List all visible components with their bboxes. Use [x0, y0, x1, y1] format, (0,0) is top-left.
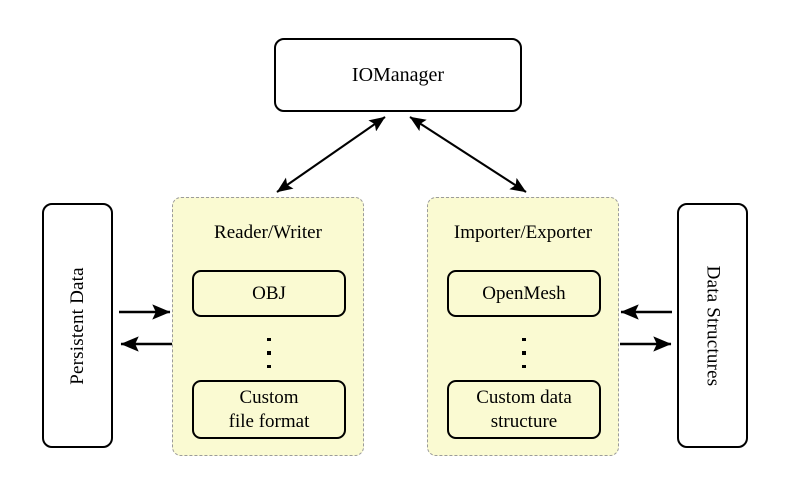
custom-data-structure-label-line2: structure [490, 410, 558, 432]
arrow-manager-reader-writer [276, 116, 386, 193]
custom-file-format-label-line2: file format [228, 410, 310, 432]
node-persistent-data[interactable]: Persistent Data [42, 203, 113, 448]
arrow-manager-importer-exporter [409, 116, 527, 193]
iomanager-label: IOManager [351, 63, 445, 86]
node-custom-file-format[interactable]: Custom file format [192, 380, 346, 439]
data-structures-label: Data Structures [702, 265, 724, 386]
ellipsis-importer-exporter [522, 338, 526, 368]
custom-file-format-label-line1: Custom [239, 386, 299, 408]
group-reader-writer-title: Reader/Writer [214, 222, 322, 243]
ellipsis-reader-writer [267, 338, 271, 368]
node-data-structures[interactable]: Data Structures [677, 203, 748, 448]
node-openmesh[interactable]: OpenMesh [447, 270, 601, 317]
node-custom-data-structure[interactable]: Custom data structure [447, 380, 601, 439]
group-importer-exporter-title: Importer/Exporter [453, 222, 593, 243]
persistent-data-label: Persistent Data [66, 266, 88, 385]
custom-data-structure-label-line1: Custom data [476, 386, 572, 408]
node-iomanager[interactable]: IOManager [274, 38, 522, 112]
group-reader-writer[interactable]: Reader/Writer OBJ Custom file format [172, 197, 364, 456]
node-obj[interactable]: OBJ [192, 270, 346, 317]
obj-label: OBJ [252, 282, 286, 304]
openmesh-label: OpenMesh [482, 282, 566, 304]
group-importer-exporter[interactable]: Importer/Exporter OpenMesh Custom data s… [427, 197, 619, 456]
